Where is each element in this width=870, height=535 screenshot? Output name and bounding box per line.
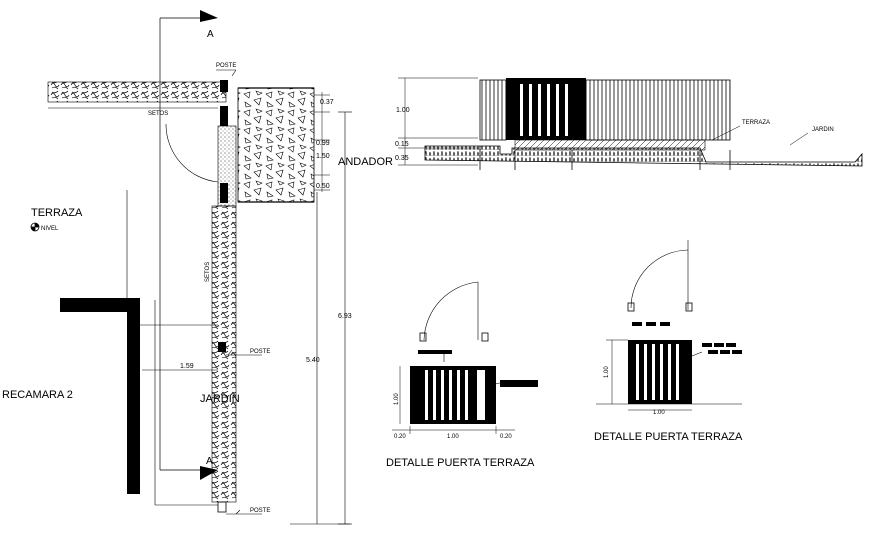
poste-label-bottom: POSTE (250, 508, 270, 514)
andador-paving (237, 87, 315, 203)
elev-dim-100: 1.00 (396, 107, 410, 114)
fence-panel-right (585, 79, 731, 141)
elev-jardin-label: JARDIN (812, 127, 834, 133)
poste-bottom (217, 501, 227, 513)
dim-099: 0.99 (316, 140, 330, 147)
detail-left-dim-height: 1.00 (394, 393, 400, 405)
recamara-wall-horizontal (60, 298, 140, 312)
terraza-label: TERRAZA (31, 207, 83, 219)
dim-540: 5.40 (306, 357, 320, 364)
section-marker-top: A (207, 29, 214, 40)
poste-mid (218, 342, 226, 352)
elev-dim-015: 0.15 (395, 141, 409, 148)
detail-right-dim-width: 1.00 (653, 410, 665, 416)
andador-label: ANDADOR (338, 156, 393, 168)
detail-left-dim-left: 0.20 (394, 434, 406, 440)
fence-panel-left (479, 79, 507, 141)
recamara-label: RECAMARA 2 (2, 389, 73, 401)
gate-detail-right: 1.00 1.00 DETALLE PUERTA TERRAZA (594, 240, 743, 443)
door-post-upper (220, 106, 228, 126)
nivel-label: NIVEL (41, 226, 59, 232)
dim-693: 6.93 (338, 313, 352, 320)
hedge-vertical (211, 205, 237, 503)
ground-profile (424, 145, 863, 167)
section-arrow-top-icon (200, 10, 218, 22)
dim-150: 1.50 (316, 153, 330, 160)
gate-detail-left: 1.00 0.20 1.00 0.20 DETALLE PUERTA TERRA… (386, 281, 538, 469)
detail-right-dim-height: 1.00 (604, 366, 610, 378)
jardin-label: JARDIN (200, 393, 240, 405)
poste-top (220, 80, 228, 92)
dim-037: 0.37 (320, 99, 334, 106)
gate-elevation (506, 78, 586, 140)
recamara-wall-vertical (127, 298, 140, 494)
poste-label-top: POSTE (216, 63, 236, 69)
setos-label-horizontal: SETOS (148, 111, 168, 117)
detail-left-dim-center: 1.00 (447, 434, 459, 440)
plan-view: A A SETOS POSTE SETOS ANDADOR 0.37 (2, 10, 393, 525)
elev-terraza-label: TERRAZA (742, 120, 770, 126)
fence-elevation: 1.00 0.15 0.35 TERRAZA JARDIN (395, 77, 863, 170)
wall-strip (217, 125, 237, 207)
section-marker-bottom: A (206, 456, 213, 467)
detail-left-dim-right: 0.20 (500, 434, 512, 440)
detail-right-title: DETALLE PUERTA TERRAZA (594, 431, 743, 443)
elev-dim-035: 0.35 (395, 155, 409, 162)
door-swing-arc (165, 123, 219, 183)
setos-label-vertical: SETOS (205, 262, 211, 282)
detail-left-title: DETALLE PUERTA TERRAZA (386, 457, 535, 469)
dim-050: 0.50 (316, 183, 330, 190)
poste-label-mid: POSTE (250, 349, 270, 355)
hedge-horizontal (47, 81, 227, 103)
poste-arrow-top-icon (231, 69, 237, 77)
dim-159: 1.59 (180, 363, 194, 370)
